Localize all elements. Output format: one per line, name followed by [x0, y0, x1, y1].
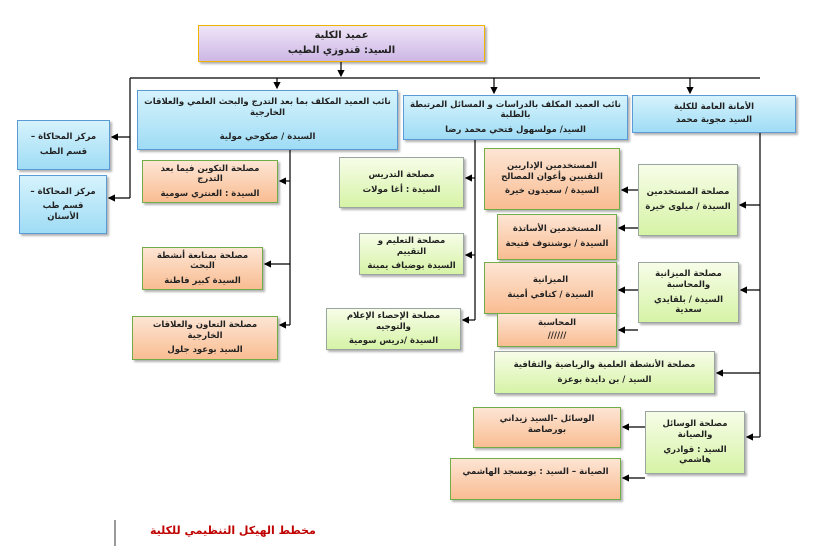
unit-title: المستخدمين الإداريين التقنيين وأعوان الم…	[501, 161, 603, 182]
dean-title: عميد الكلية	[314, 30, 369, 41]
budget-service-box: مصلحة الميزانية والمحاسبة السيدة / بلقاي…	[638, 262, 739, 323]
sim-center-line1: مركز المحاكاة –	[30, 132, 97, 143]
secretariat-title: الأمانة العامة للكلية	[673, 102, 755, 113]
means-sub-box: الوسائل –السيد زيداني بورصاصة	[473, 407, 621, 448]
unit-title: المستخدمين الأساتذة	[512, 224, 602, 235]
sim-center-line2: قسم طب الأسنان	[42, 201, 84, 222]
research-unit-activities: مصلحة بمتابعة أنشطة البحث السيدة كبير فا…	[142, 247, 263, 290]
unit-title: مصلحة الميزانية والمحاسبة	[655, 269, 722, 290]
unit-head: السيد : قوادري هاشمي	[663, 444, 727, 466]
research-unit-postgrad: مصلحة التكوين فيما بعد التدرج السيدة : ا…	[142, 160, 278, 203]
activities-service-box: مصلحة الأنشطة العلمية والرياضية والثقافي…	[494, 351, 715, 394]
unit-title: الميزانية	[532, 275, 569, 286]
vp-studies-title: نائب العميد المكلف بالدراسات و المسائل ا…	[410, 99, 621, 121]
unit-title: المحاسبة	[537, 318, 577, 329]
dean-box: عميد الكلية السيد: قندوزي الطيب	[198, 25, 485, 62]
unit-head: السيدة بوضياف يمينة	[367, 261, 456, 272]
unit-title: الصيانة – السيد : بومسجد الهاشمي	[462, 467, 609, 477]
unit-title: مصلحة الأنشطة العلمية والرياضية والثقافي…	[513, 359, 696, 370]
unit-title: مصلحة بمتابعة أنشطة البحث	[156, 250, 249, 272]
unit-title: مصلحة الوسائل والصيانة	[662, 419, 728, 440]
vp-research-title: نائب العميد المكلف بما بعد التدرج والبحث…	[144, 97, 391, 118]
unit-head: السيدة / ميلوى خيرة	[645, 202, 731, 212]
unit-head: السيدة / كتافي أمينة	[507, 290, 594, 300]
unit-title: مصلحة التكوين فيما بعد التدرج	[160, 163, 260, 185]
unit-title: الوسائل –السيد زيداني بورصاصة	[499, 414, 595, 435]
maintenance-box: الصيانة – السيد : بومسجد الهاشمي	[450, 458, 621, 500]
studies-unit-statistics: مصلحة الإحصاء الإعلام والتوجيه السيدة /د…	[326, 308, 461, 350]
budget-sub-box: الميزانية السيدة / كتافي أمينة	[484, 262, 617, 314]
unit-head: السيدة : العنتري سومية	[160, 188, 260, 199]
dean-name: السيد: قندوزي الطيب	[287, 44, 396, 56]
teachers-staff-box: المستخدمين الأساتذة السيدة / بوشنتوف فتي…	[497, 214, 617, 260]
vp-research-name: السيدة / صكوحي مولية	[219, 132, 316, 143]
unit-head: السيدة / بوشنتوف فتيحة	[505, 239, 609, 249]
staff-service-box: مصلحة المستخدمين السيدة / ميلوى خيرة	[638, 164, 738, 236]
means-service-box: مصلحة الوسائل والصيانة السيد : قوادري ها…	[645, 411, 745, 474]
unit-head: السيدة / بلقايدي سعدية	[653, 294, 724, 316]
sim-center-line2: قسم الطب	[39, 147, 88, 157]
unit-head: //////	[547, 331, 567, 341]
admin-staff-box: المستخدمين الإداريين التقنيين وأعوان الم…	[484, 148, 620, 210]
unit-title: مصلحة التدريس	[368, 169, 435, 180]
sim-center-dentistry: مركز المحاكاة – قسم طب الأسنان	[19, 175, 107, 234]
unit-title: مصلحة التعاون والعلاقات الخارجية	[152, 320, 258, 341]
unit-head: السيدة : أغا مولات	[362, 184, 441, 195]
unit-title: مصلحة التعليم و التقييم	[377, 236, 446, 257]
unit-head: السيد بوعود جلول	[167, 345, 243, 356]
unit-head: السيدة كبير فاطنة	[164, 275, 241, 286]
sim-center-line1: مركز المحاكاة –	[30, 186, 96, 197]
studies-unit-teaching: مصلحة التدريس السيدة : أغا مولات	[339, 157, 464, 208]
studies-unit-evaluation: مصلحة التعليم و التقييم السيدة بوضياف يم…	[359, 233, 464, 275]
secretariat-name: السيد مجوبة محمد	[675, 115, 753, 125]
vp-research-box: نائب العميد المكلف بما بعد التدرج والبحث…	[137, 90, 398, 150]
unit-title: مصلحة الإحصاء الإعلام والتوجيه	[346, 311, 441, 332]
secretariat-box: الأمانة العامة للكلية السيد مجوبة محمد	[632, 95, 796, 133]
unit-head: السيدة / سعيدون خيرة	[504, 186, 600, 197]
sim-center-medicine: مركز المحاكاة – قسم الطب	[17, 120, 110, 170]
accounting-box: المحاسبة //////	[497, 313, 617, 347]
chart-caption: مخطط الهيكل التنظيمي للكلية	[150, 524, 316, 537]
research-unit-cooperation: مصلحة التعاون والعلاقات الخارجية السيد ب…	[132, 316, 278, 360]
unit-head: السيد / بن دايدة بوعزة	[557, 374, 652, 385]
vp-studies-box: نائب العميد المكلف بالدراسات و المسائل ا…	[403, 95, 628, 140]
unit-title: مصلحة المستخدمين	[646, 187, 730, 198]
vp-studies-name: السيد/ مولسهول فتحي محمد رضا	[445, 124, 586, 135]
unit-head: السيدة /دريس سومية	[348, 336, 439, 347]
